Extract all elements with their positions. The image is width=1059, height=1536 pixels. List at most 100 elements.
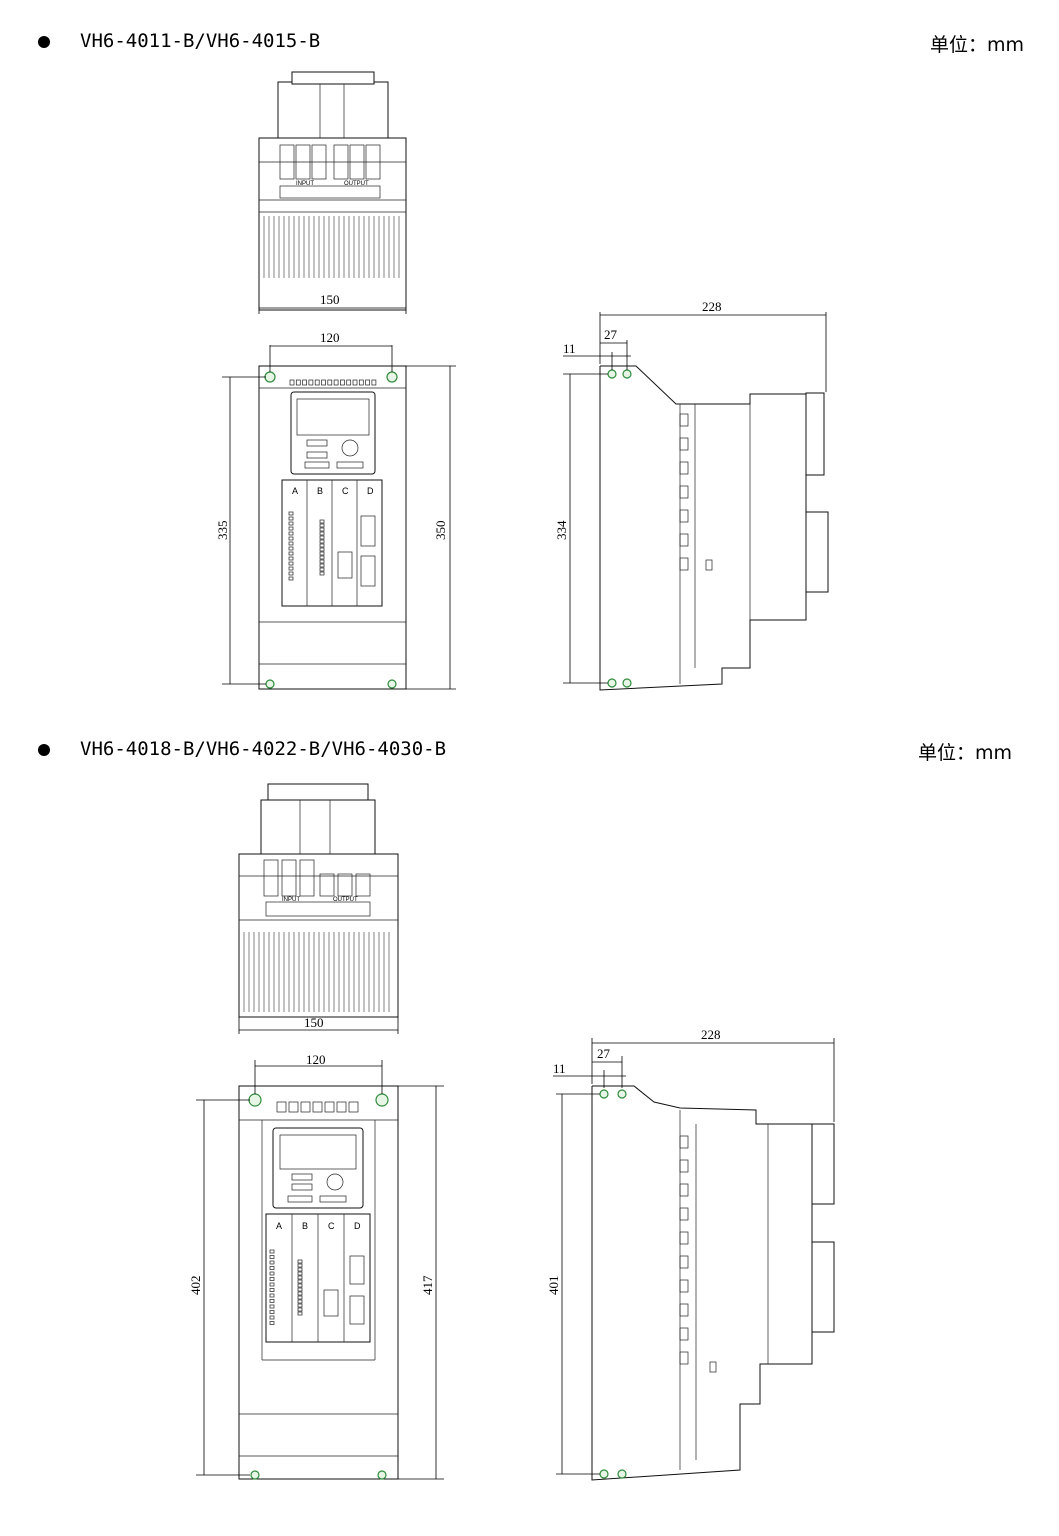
dim-hole-spacing: 120 [306, 1052, 326, 1067]
drawing-detail [288, 551, 294, 556]
unit-label: 单位：mm [918, 742, 1013, 764]
heatsink-fins [263, 216, 400, 278]
drawing-detail [319, 567, 325, 572]
mount-hole [386, 371, 398, 383]
drawing-1: INPUT OUTPUT 150 [215, 71, 829, 691]
drawing-detail [288, 531, 294, 536]
drawing-detail [269, 1315, 275, 1320]
drawing-detail [319, 543, 325, 548]
dim-depth: 228 [701, 1027, 721, 1042]
terminal-block: INPUT OUTPUT [263, 859, 371, 917]
drawing-detail [348, 1101, 359, 1113]
drawing-detail [679, 1351, 689, 1365]
drawing-detail [288, 516, 294, 521]
drawing-detail [679, 533, 689, 547]
drawing-detail [297, 1283, 303, 1288]
display-screen [279, 1134, 357, 1170]
drawing-detail [297, 1271, 303, 1276]
drawing-detail [269, 1282, 275, 1287]
drawing-detail [327, 379, 333, 386]
dim-hole-height: 402 [188, 1276, 203, 1296]
drawing-detail [312, 1101, 323, 1113]
model-section-2: VH6-4018-B/VH6-4022-B/VH6-4030-B 单位：mm I… [0, 720, 1059, 1536]
mount-hole [375, 1093, 389, 1107]
card-d-label: D [354, 1221, 361, 1231]
drawing-detail [269, 1266, 275, 1270]
drawing-detail [269, 1321, 275, 1325]
drawing-detail [288, 511, 294, 516]
drawing-detail [679, 413, 689, 427]
drawing-detail [297, 1263, 303, 1268]
unit-label: 单位：mm [930, 34, 1025, 56]
drawing-detail [319, 531, 325, 536]
side-view: 228 27 11 401 [546, 1027, 835, 1481]
drawing-detail [297, 1299, 303, 1304]
input-label: INPUT [282, 897, 300, 903]
drawing-detail [288, 546, 294, 551]
mount-hole [264, 371, 276, 383]
card-a-label: A [292, 486, 298, 496]
dim-flange: 27 [597, 1046, 611, 1061]
drawing-detail [679, 485, 689, 499]
drawing-detail [679, 1255, 689, 1269]
mount-hole [617, 1089, 627, 1099]
drawing-detail [319, 539, 325, 544]
drawing-detail [269, 1260, 275, 1265]
drawing-detail [269, 1249, 275, 1254]
dim-side-hole-height: 401 [546, 1276, 561, 1296]
drawing-detail [297, 1279, 303, 1284]
model-title: VH6-4018-B/VH6-4022-B/VH6-4030-B [80, 738, 447, 760]
output-label: OUTPUT [333, 897, 358, 903]
drawing-detail [346, 379, 352, 386]
drawing-detail [333, 379, 339, 386]
drawing-detail [679, 1279, 689, 1293]
drawing-detail [679, 437, 689, 451]
drawing-detail [365, 379, 370, 386]
drawing-detail [288, 571, 294, 576]
bullet-icon [38, 744, 50, 756]
mount-hole [622, 678, 632, 688]
drawing-detail [269, 1271, 275, 1276]
drawing-detail [340, 379, 345, 386]
drawing-detail [308, 379, 314, 386]
dim-top-width: 150 [304, 1015, 324, 1030]
card-d-label: D [367, 486, 374, 496]
mount-hole [622, 369, 632, 379]
drawing-detail [288, 566, 294, 571]
drawing-detail [324, 1101, 335, 1113]
mount-hole [607, 369, 617, 379]
drawing-detail [288, 556, 294, 561]
mount-hole [599, 1089, 609, 1099]
top-view: INPUT OUTPUT 150 [258, 71, 407, 314]
drawing-detail [371, 379, 377, 386]
drawing-detail [269, 1310, 275, 1314]
dim-mount-offset: 11 [563, 341, 576, 356]
drawing-detail [288, 541, 294, 546]
drawing-detail [297, 1307, 303, 1312]
drawing-detail [358, 379, 364, 386]
drawing-detail [269, 1255, 275, 1259]
drawing-detail [679, 1135, 689, 1149]
dim-mount-offset: 11 [553, 1061, 566, 1076]
keypad [272, 1127, 364, 1209]
card-a-label: A [276, 1221, 282, 1231]
card-c-label: C [328, 1221, 335, 1231]
drawing-detail [297, 1291, 303, 1296]
dim-top-width: 150 [320, 292, 340, 307]
dim-flange: 27 [604, 327, 618, 342]
drawing-detail [679, 1303, 689, 1317]
drawing-detail [289, 379, 295, 386]
card-c-label: C [342, 486, 349, 496]
drawing-detail [300, 1101, 311, 1113]
dim-total-height: 350 [433, 521, 448, 541]
dim-depth: 228 [702, 299, 722, 314]
drawing-detail [319, 527, 325, 532]
model-section-1: VH6-4011-B/VH6-4015-B 单位：mm I [0, 0, 1059, 720]
drawing-detail [314, 379, 320, 386]
drawing-detail [319, 555, 325, 560]
drawing-detail [302, 379, 307, 386]
drawing-detail [319, 523, 325, 528]
top-view: INPUT OUTPUT 150 [238, 783, 399, 1034]
drawing-detail [297, 1259, 303, 1264]
drawing-detail [319, 559, 325, 564]
